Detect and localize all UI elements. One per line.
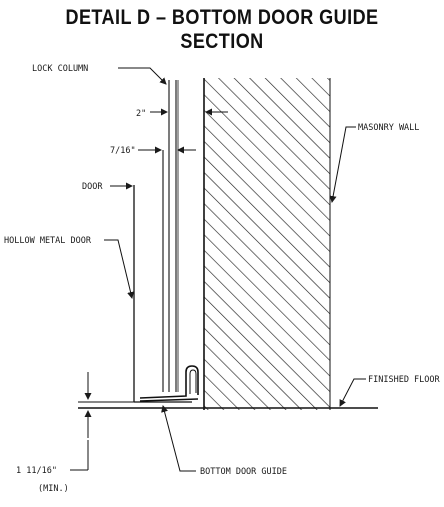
clearance-label: 1 11/16" xyxy=(16,466,57,476)
bottom-door-guide xyxy=(139,365,199,399)
bottom-door-guide-label: BOTTOM DOOR GUIDE xyxy=(200,467,287,477)
hollow-metal-door-leader xyxy=(104,239,134,299)
lock-column-leader xyxy=(118,67,167,85)
lock-column-label: LOCK COLUMN xyxy=(32,64,88,74)
gap-dimension-label: 2" xyxy=(136,109,146,119)
guide-base xyxy=(139,398,199,402)
masonry-wall-leader xyxy=(329,126,356,203)
diagram-title: DETAIL D – BOTTOM DOOR GUIDE SECTION xyxy=(65,6,379,53)
door-label: DOOR xyxy=(82,182,103,192)
masonry-wall-label: MASONRY WALL xyxy=(358,123,419,133)
clearance-note: (MIN.) xyxy=(38,484,69,494)
finished-floor-leader xyxy=(339,378,366,407)
hollow-metal-door-label: HOLLOW METAL DOOR xyxy=(4,236,92,246)
masonry-wall xyxy=(204,78,330,410)
bottom-door-guide-leader xyxy=(161,405,196,472)
bottom-door-guide-inner xyxy=(189,369,197,394)
finished-floor-label: FINISHED FLOOR xyxy=(368,375,441,385)
door-thickness-label: 7/16" xyxy=(110,146,136,156)
